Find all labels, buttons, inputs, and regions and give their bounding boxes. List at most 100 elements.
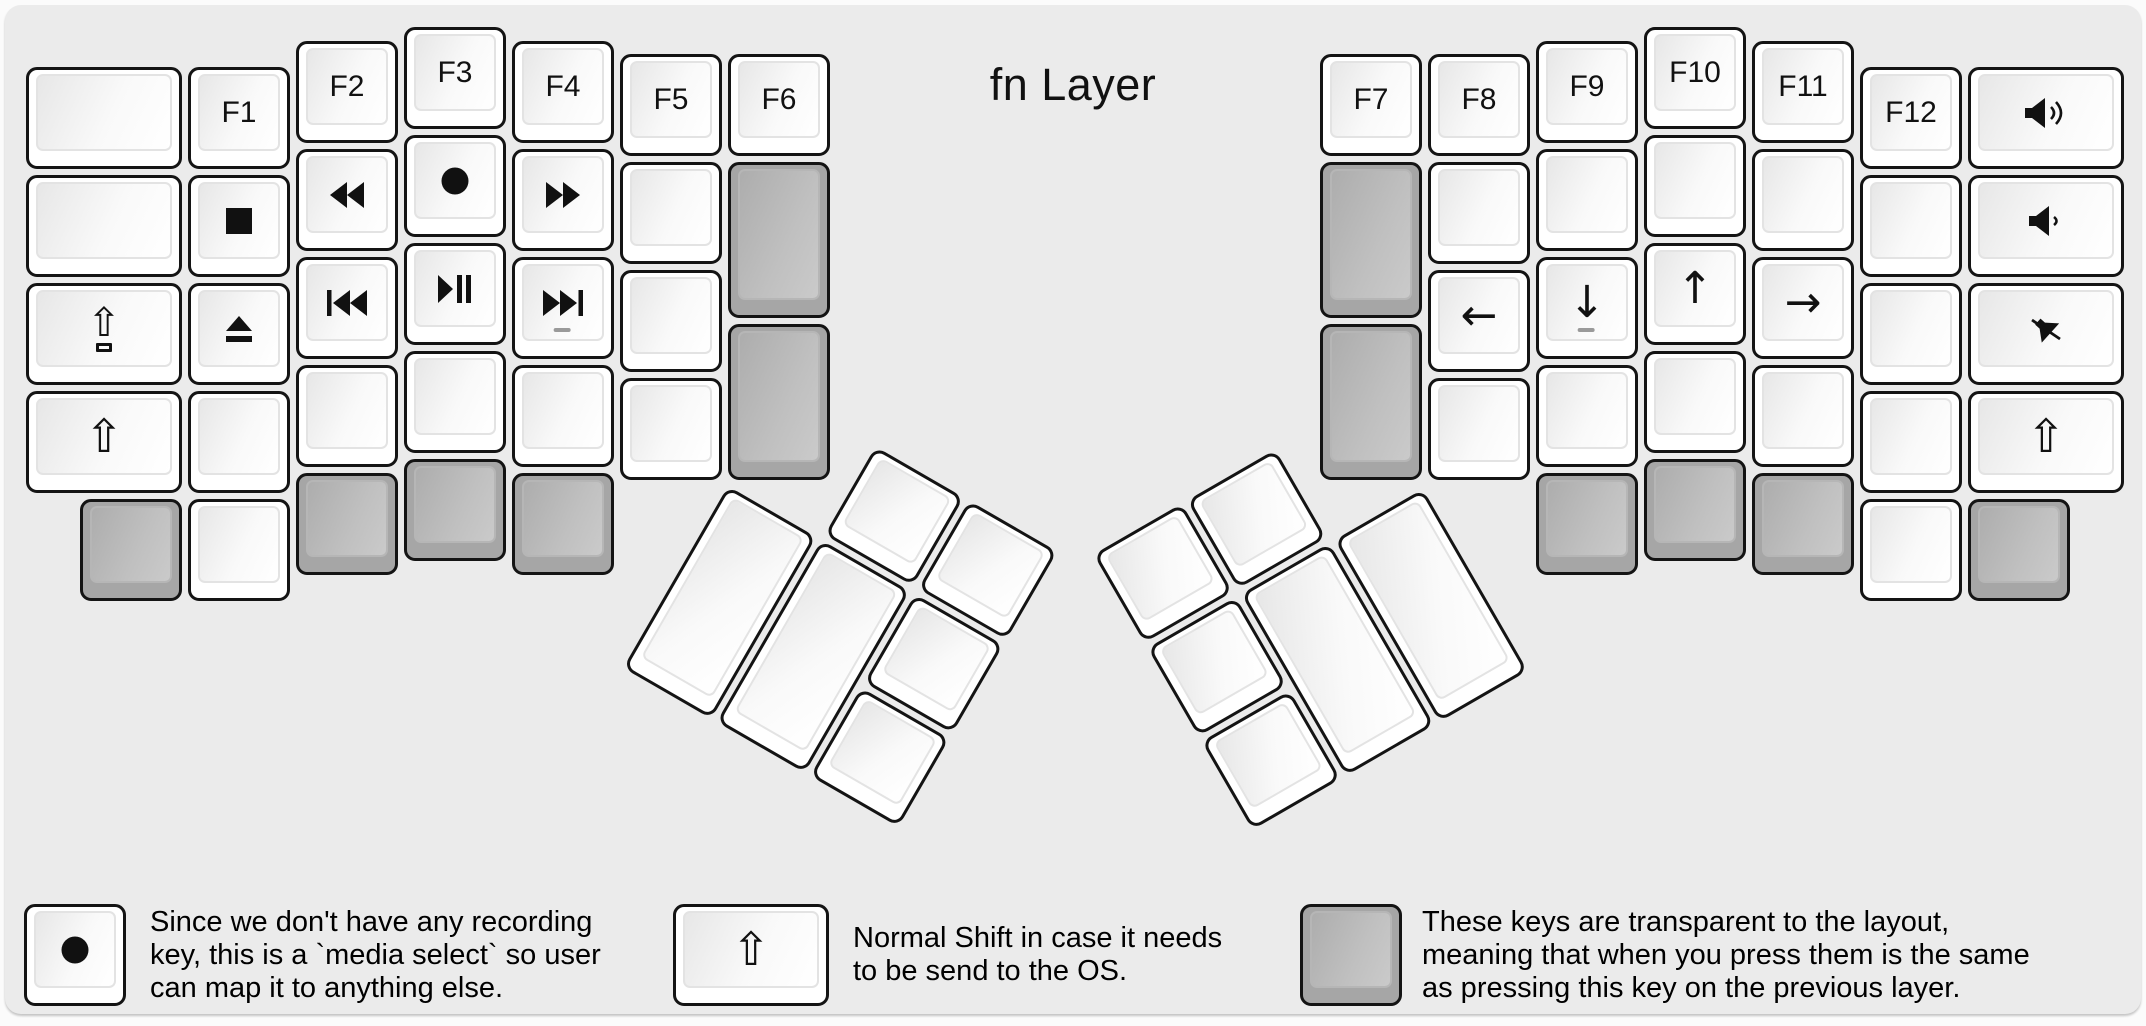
- keycap-surface: F3: [414, 34, 496, 111]
- key-blank[interactable]: [1752, 365, 1854, 467]
- key-blank[interactable]: [26, 67, 182, 169]
- key-shift-left[interactable]: ⇧: [26, 391, 182, 493]
- keycap-surface: [414, 250, 496, 327]
- prev-track-icon: [327, 289, 367, 316]
- keycap-surface: [1330, 331, 1412, 462]
- key-label: F3: [437, 55, 473, 89]
- legend-note-media-select: Since we don't have any recording key, t…: [150, 906, 601, 1004]
- key-blank[interactable]: [1644, 351, 1746, 453]
- key-arrow-right[interactable]: →: [1752, 257, 1854, 359]
- key-f7[interactable]: F7: [1320, 54, 1422, 156]
- key-f10[interactable]: F10: [1644, 27, 1746, 129]
- keycap-surface: F10: [1654, 34, 1736, 111]
- mute-icon: [2028, 312, 2064, 346]
- keycap-surface: [1330, 169, 1412, 300]
- key-f2[interactable]: F2: [296, 41, 398, 143]
- key-transparent[interactable]: [728, 324, 830, 480]
- key-transparent[interactable]: [1320, 324, 1422, 480]
- keycap-surface: [414, 142, 496, 219]
- key-f3[interactable]: F3: [404, 27, 506, 129]
- key-f11[interactable]: F11: [1752, 41, 1854, 143]
- key-f6[interactable]: F6: [728, 54, 830, 156]
- key-blank[interactable]: [1860, 175, 1962, 277]
- key-f4[interactable]: F4: [512, 41, 614, 143]
- key-media-stop[interactable]: [188, 175, 290, 277]
- key-label: F8: [1461, 82, 1497, 116]
- key-blank[interactable]: [188, 391, 290, 493]
- key-blank[interactable]: [620, 162, 722, 264]
- record-icon: [440, 166, 470, 196]
- keycap-surface: [306, 372, 388, 449]
- key-label: F6: [761, 82, 797, 116]
- key-shift-right[interactable]: ⇧: [1968, 391, 2124, 493]
- keycap-surface: ←: [1438, 277, 1520, 354]
- key-transparent[interactable]: [512, 473, 614, 575]
- key-eject[interactable]: [188, 283, 290, 385]
- keycap-surface: [1654, 466, 1736, 543]
- key-f1[interactable]: F1: [188, 67, 290, 169]
- key-mute[interactable]: [1968, 283, 2124, 385]
- keycap-surface: [1654, 358, 1736, 435]
- key-f9[interactable]: F9: [1536, 41, 1638, 143]
- play-pause-icon: [438, 274, 472, 303]
- keycap-surface: [90, 506, 172, 583]
- key-label: ←: [1460, 289, 1498, 341]
- sub-legend-dash: [1577, 328, 1595, 332]
- key-label: ↑: [1676, 262, 1714, 314]
- key-arrow-down[interactable]: ↓: [1536, 257, 1638, 359]
- key-blank[interactable]: [1428, 378, 1530, 480]
- keycap-surface: [738, 169, 820, 300]
- key-fast-forward[interactable]: [512, 149, 614, 251]
- key-transparent[interactable]: [728, 162, 830, 318]
- key-rewind[interactable]: [296, 149, 398, 251]
- key-label: F9: [1569, 69, 1605, 103]
- key-blank[interactable]: [26, 175, 182, 277]
- key-arrow-up[interactable]: ↑: [1644, 243, 1746, 345]
- key-label: F4: [545, 69, 581, 103]
- key-transparent[interactable]: [1320, 162, 1422, 318]
- key-blank[interactable]: [1644, 135, 1746, 237]
- key-volume-up[interactable]: [1968, 67, 2124, 169]
- eject-icon: [226, 315, 252, 342]
- key-transparent[interactable]: [1536, 473, 1638, 575]
- fast-forward-icon: [546, 181, 580, 208]
- key-blank[interactable]: [1860, 391, 1962, 493]
- key-blank[interactable]: [620, 378, 722, 480]
- key-f12[interactable]: F12: [1860, 67, 1962, 169]
- key-play-pause[interactable]: [404, 243, 506, 345]
- key-f5[interactable]: F5: [620, 54, 722, 156]
- key-transparent[interactable]: [1968, 499, 2070, 601]
- key-f8[interactable]: F8: [1428, 54, 1530, 156]
- keycap-surface: [935, 511, 1046, 620]
- key-transparent[interactable]: [296, 473, 398, 575]
- key-transparent[interactable]: [1644, 459, 1746, 561]
- keycap-surface: ⇧: [36, 398, 172, 475]
- key-blank[interactable]: [296, 365, 398, 467]
- key-blank[interactable]: [1536, 365, 1638, 467]
- keycap-surface: [1105, 514, 1216, 623]
- key-transparent[interactable]: [1752, 473, 1854, 575]
- key-blank[interactable]: [1536, 149, 1638, 251]
- keyboard-layout: fn Layer Since we don't have any recordi…: [5, 5, 2141, 1014]
- key-media-select-record[interactable]: [404, 135, 506, 237]
- key-label: ↓: [1568, 276, 1606, 328]
- key-blank[interactable]: [1752, 149, 1854, 251]
- key-arrow-left[interactable]: ←: [1428, 270, 1530, 372]
- key-blank[interactable]: [620, 270, 722, 372]
- keycap-surface: [198, 506, 280, 583]
- key-blank[interactable]: [404, 351, 506, 453]
- key-next-track[interactable]: [512, 257, 614, 359]
- key-blank[interactable]: [512, 365, 614, 467]
- key-prev-track[interactable]: [296, 257, 398, 359]
- key-blank[interactable]: [1428, 162, 1530, 264]
- keycap-surface: [1438, 385, 1520, 462]
- key-blank[interactable]: [188, 499, 290, 601]
- key-transparent[interactable]: [404, 459, 506, 561]
- key-volume-down[interactable]: [1968, 175, 2124, 277]
- keycap-surface: [1978, 290, 2114, 367]
- key-transparent[interactable]: [80, 499, 182, 601]
- key-blank[interactable]: [1860, 283, 1962, 385]
- key-caps-lock[interactable]: ⇧: [26, 283, 182, 385]
- key-blank[interactable]: [1860, 499, 1962, 601]
- keycap-surface: [630, 277, 712, 354]
